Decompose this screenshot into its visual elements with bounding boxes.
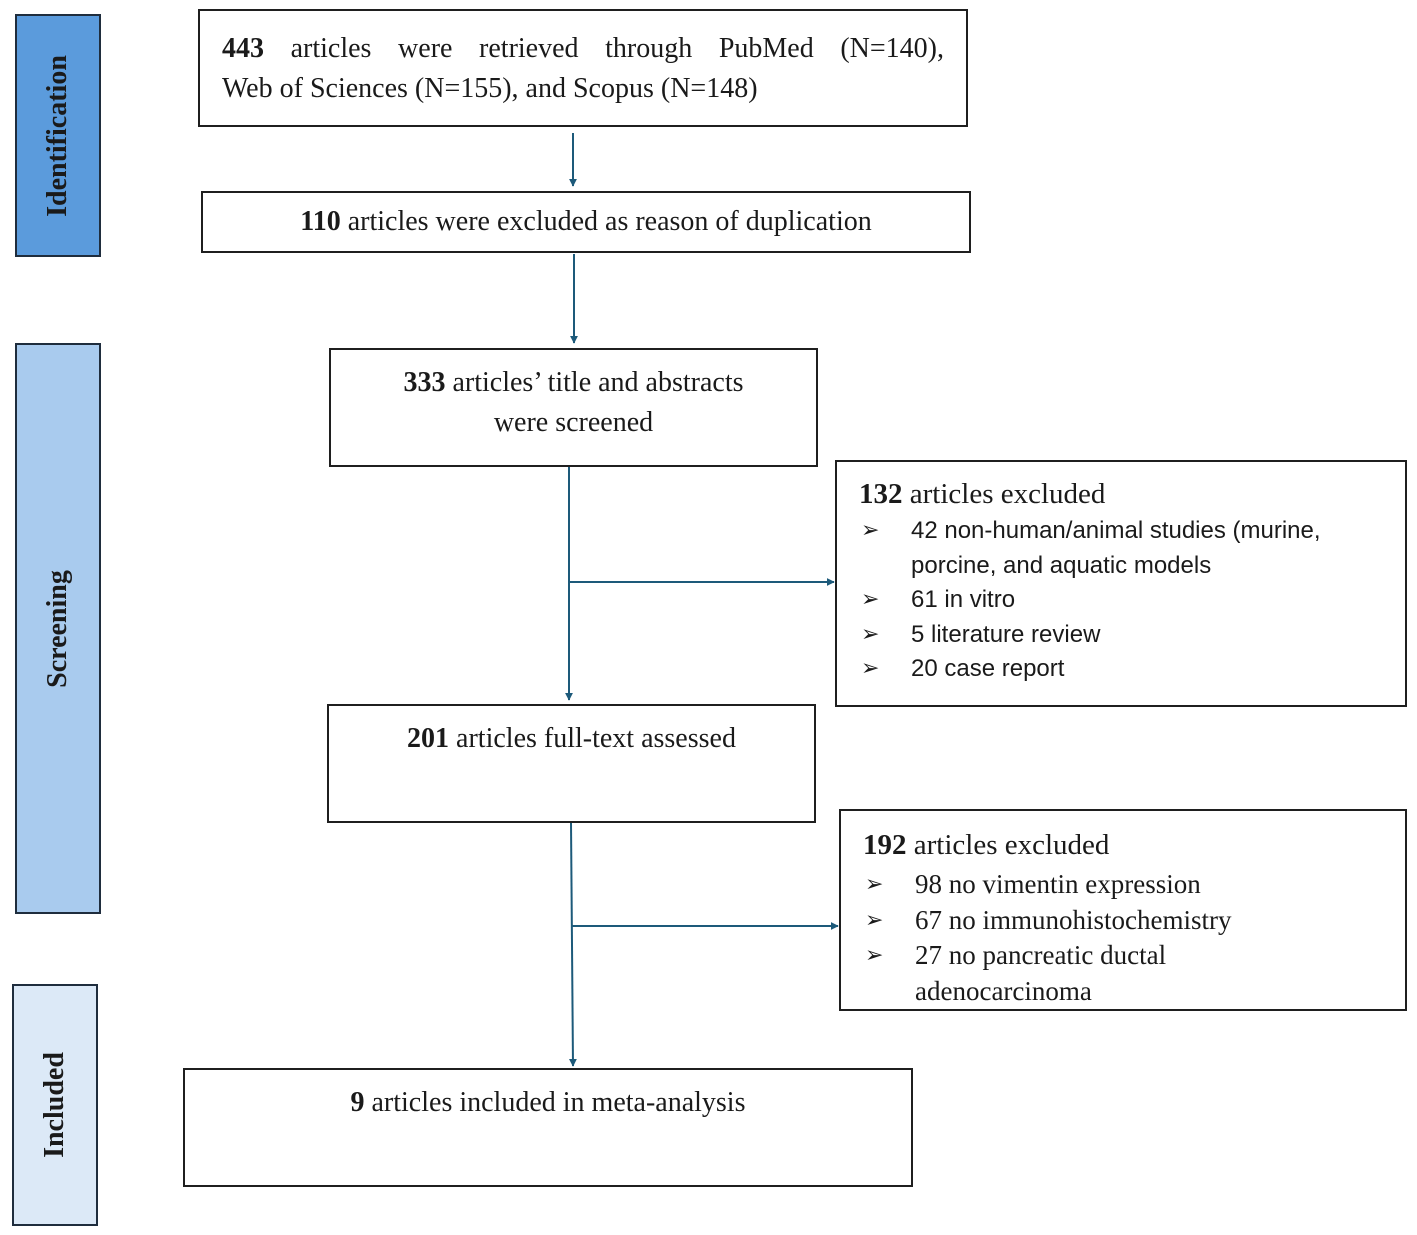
exclusion-2-count: 192 xyxy=(863,829,907,861)
exclusion-2-list: ➢98 no vimentin expression ➢67 no immuno… xyxy=(863,867,1385,1009)
fulltext-count: 201 xyxy=(407,723,450,754)
duplicates-count: 110 xyxy=(300,206,341,237)
identification-box: 443 articles were retrieved through PubM… xyxy=(198,9,968,127)
identification-line-2: Web of Sciences (N=155), and Scopus (N=1… xyxy=(222,73,758,104)
list-item: ➢5 literature review xyxy=(859,618,1385,653)
exclusion-2-label: articles excluded xyxy=(913,829,1110,861)
duplicates-box: 110 articles were excluded as reason of … xyxy=(201,191,971,253)
list-item: ➢20 case report xyxy=(859,652,1385,687)
arrow-bullet-icon: ➢ xyxy=(861,587,880,612)
screened-text-1: articles’ title and abstracts xyxy=(452,367,744,398)
identification-text: articles were retrieved through PubMed (… xyxy=(290,33,944,64)
screened-line-2: were screened xyxy=(493,407,654,438)
screened-count: 333 xyxy=(403,367,446,398)
arrow-bullet-icon: ➢ xyxy=(865,907,884,933)
phase-identification: Identification xyxy=(15,14,101,257)
included-count: 9 xyxy=(350,1087,365,1118)
screened-box: 333 articles’ title and abstracts were s… xyxy=(329,348,818,467)
duplicates-text: articles were excluded as reason of dupl… xyxy=(347,206,872,237)
arrow-bullet-icon: ➢ xyxy=(861,518,880,543)
exclusion-1-list: ➢42 non-human/animal studies (murine, po… xyxy=(859,514,1385,687)
connector-fulltext-to-included xyxy=(568,822,577,1067)
exclusion-1-count: 132 xyxy=(859,478,903,510)
included-box: 9 articles included in meta-analysis xyxy=(183,1068,913,1187)
exclusion-box-2: 192 articles excluded ➢98 no vimentin ex… xyxy=(839,809,1407,1011)
arrow-bullet-icon: ➢ xyxy=(865,872,884,897)
list-item: ➢67 no immunohistochemistry xyxy=(863,903,1235,939)
arrow-bullet-icon: ➢ xyxy=(861,656,880,681)
fulltext-text: articles full-text assessed xyxy=(456,723,736,754)
phase-screening: Screening xyxy=(15,343,101,914)
identification-count: 443 xyxy=(222,33,264,64)
identification-line-1: 443 articles were retrieved through PubM… xyxy=(222,29,944,69)
list-item: ➢42 non-human/animal studies (murine, po… xyxy=(859,514,1385,583)
arrow-bullet-icon: ➢ xyxy=(861,621,880,647)
list-item: ➢61 in vitro xyxy=(859,583,1385,618)
exclusion-1-label: articles excluded xyxy=(909,478,1106,510)
screened-line-1: 333 articles’ title and abstracts xyxy=(331,363,816,403)
fulltext-box: 201 articles full-text assessed xyxy=(327,704,816,823)
list-item: ➢27 no pancreatic ductal adenocarcinoma xyxy=(865,940,1167,1006)
exclusion-2-heading: 192 articles excluded xyxy=(863,823,1385,867)
exclusion-box-1: 132 articles excluded ➢42 non-human/anim… xyxy=(835,460,1407,707)
phase-included: Included xyxy=(12,984,98,1226)
arrow-bullet-icon: ➢ xyxy=(865,943,884,968)
exclusion-1-heading: 132 articles excluded xyxy=(859,474,1385,514)
included-text: articles included in meta-analysis xyxy=(371,1087,746,1118)
list-item: ➢98 no vimentin expression xyxy=(863,867,1235,903)
